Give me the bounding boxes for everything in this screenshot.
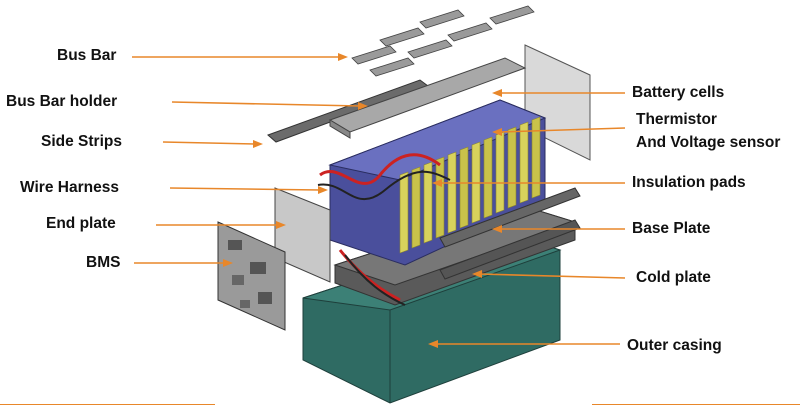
label-thermistor-line2: And Voltage sensor [636, 134, 781, 151]
bus-bar-piece [489, 5, 535, 25]
label-outer-casing: Outer casing [627, 337, 722, 354]
bottom-rule-left [0, 404, 215, 405]
label-bms: BMS [86, 254, 121, 271]
label-bus-bar-holder: Bus Bar holder [6, 93, 118, 110]
insulation-pad [435, 156, 445, 239]
bottom-rule-right [592, 404, 800, 405]
label-insulation-pads: Insulation pads [632, 174, 746, 191]
leader-arrows [132, 53, 626, 348]
bus-bar-piece [419, 9, 465, 29]
end-plate-part [274, 187, 331, 283]
insulation-pad [495, 131, 505, 214]
label-battery-cells: Battery cells [632, 84, 725, 101]
bus-bar-piece [447, 22, 493, 42]
bus-bar-piece [351, 45, 397, 65]
label-side-strips: Side Strips [41, 133, 122, 150]
bus-bar-piece [379, 27, 425, 47]
bus-bar-piece [407, 39, 453, 59]
insulation-pad [531, 116, 541, 199]
bms-part [217, 221, 286, 331]
label-wire-harness: Wire Harness [20, 179, 119, 196]
bus-bar-holder-part [328, 57, 527, 139]
insulation-pad [483, 136, 493, 219]
bus-bars-part [351, 5, 535, 77]
insulation-pad [447, 151, 457, 234]
insulation-pad [507, 126, 517, 209]
label-base-plate: Base Plate [632, 220, 711, 237]
insulation-pad [411, 166, 421, 249]
insulation-pad [459, 146, 469, 229]
label-end-plate: End plate [46, 215, 116, 232]
bus-bar-piece [369, 57, 415, 77]
base-plate-part [439, 187, 581, 280]
label-thermistor-line1: Thermistor [636, 111, 717, 128]
wire-harness-part [317, 153, 451, 306]
insulation-pad [519, 121, 529, 204]
insulation-pad [399, 171, 409, 254]
insulation-pads-part [399, 116, 541, 254]
label-cold-plate: Cold plate [636, 269, 711, 286]
insulation-pad [423, 161, 433, 244]
label-bus-bar: Bus Bar [57, 47, 117, 64]
